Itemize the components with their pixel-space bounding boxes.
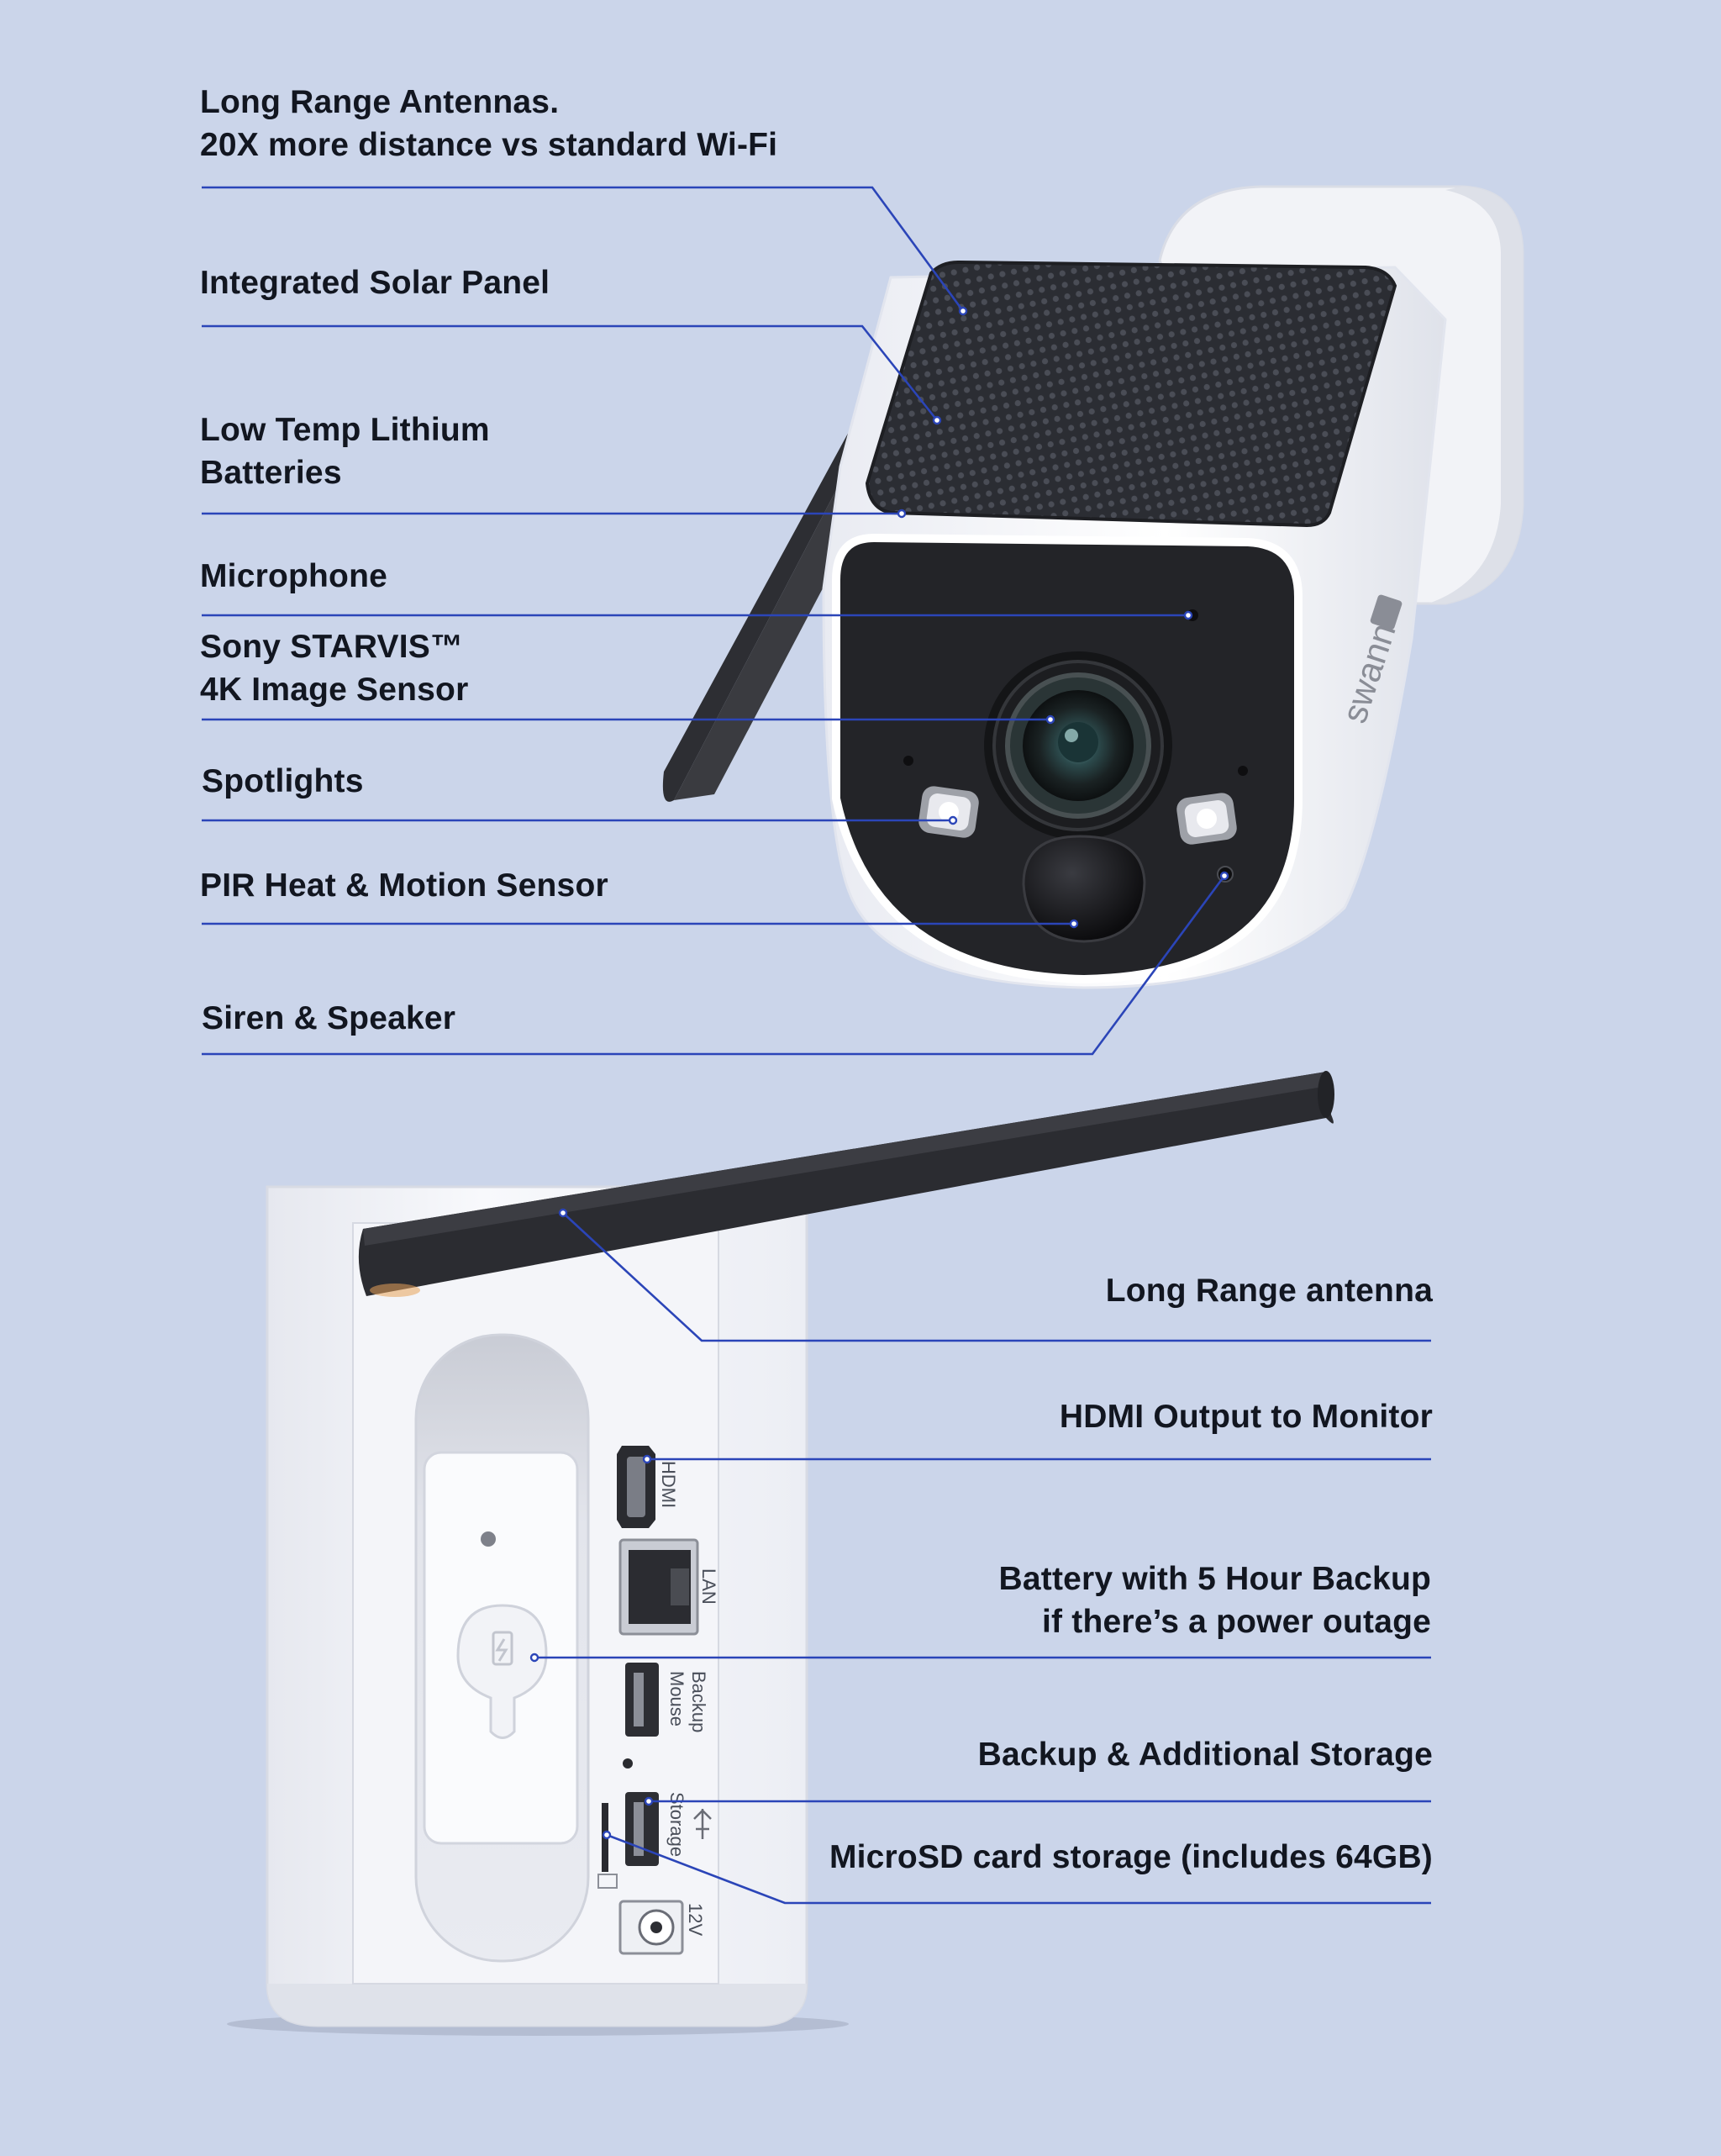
- pir-sensor: [1022, 835, 1146, 943]
- usb-storage-port: Storage: [625, 1792, 712, 1866]
- callout-dots: [529, 306, 1229, 1840]
- svg-text:HDMI: HDMI: [658, 1461, 679, 1508]
- power-port: 12V: [618, 1900, 706, 1955]
- callout-low-temp-lithium-batteries: Low Temp Lithium Batteries: [200, 412, 490, 491]
- leader-microsd: [606, 1833, 1431, 1905]
- leader-nvr-antenna: [562, 1212, 1431, 1342]
- svg-text:LAN: LAN: [698, 1568, 719, 1605]
- usb-mouse-port: Mouse Backup: [625, 1663, 709, 1737]
- leader-antennas: [202, 186, 965, 312]
- callout-backup-storage: Backup & Additional Storage: [977, 1737, 1433, 1773]
- callout-hdmi-output: HDMI Output to Monitor: [1059, 1399, 1433, 1435]
- leader-solar: [202, 324, 939, 421]
- callout-battery-backup: Battery with 5 Hour Backup if there’s a …: [998, 1561, 1431, 1640]
- spotlight-left: [918, 786, 979, 838]
- callout-pir-sensor: PIR Heat & Motion Sensor: [200, 867, 608, 904]
- svg-text:Backup: Backup: [688, 1671, 709, 1732]
- camera-lens: [984, 651, 1172, 840]
- hdmi-port: HDMI: [617, 1446, 679, 1528]
- solar-panel: [865, 260, 1397, 528]
- callout-microphone: Microphone: [200, 558, 387, 594]
- callout-leader-lines: [202, 186, 1431, 1905]
- security-camera: swann: [662, 185, 1524, 989]
- svg-text:Mouse: Mouse: [666, 1671, 687, 1726]
- nvr-recorder: HDMI LAN Mouse Backup Storage: [227, 1071, 1334, 2036]
- callout-long-range-antenna: Long Range antenna: [1105, 1273, 1433, 1309]
- svg-text:Storage: Storage: [666, 1792, 687, 1857]
- callout-long-range-antennas: Long Range Antennas. 20X more distance v…: [200, 84, 778, 163]
- leader-siren: [202, 875, 1226, 1056]
- lan-port: LAN: [618, 1538, 719, 1636]
- callout-siren-speaker: Siren & Speaker: [202, 1000, 456, 1036]
- callout-integrated-solar-panel: Integrated Solar Panel: [200, 265, 550, 301]
- nvr-antenna: [358, 1071, 1334, 1297]
- callout-microsd-storage: MicroSD card storage (includes 64GB): [829, 1839, 1433, 1875]
- svg-text:12V: 12V: [685, 1903, 706, 1936]
- spotlight-right: [1176, 793, 1237, 845]
- callout-spotlights: Spotlights: [202, 763, 364, 799]
- callout-image-sensor: Sony STARVIS™ 4K Image Sensor: [200, 629, 469, 708]
